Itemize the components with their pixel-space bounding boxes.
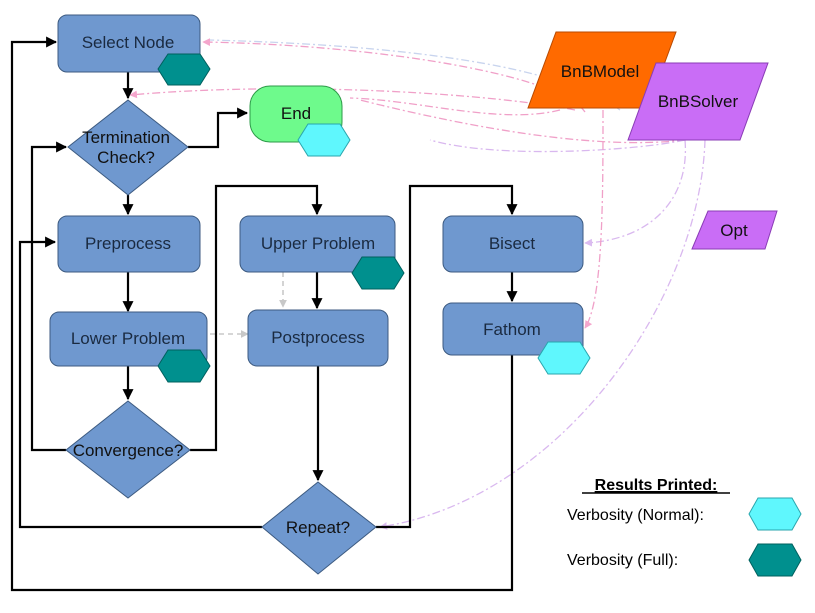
node-preprocess: Preprocess: [57, 215, 201, 273]
node-lower-problem-label: Lower Problem: [71, 329, 185, 348]
legend-normal-label: Verbosity (Normal):: [567, 507, 704, 524]
data-block-bnb-solver: BnBSolver: [627, 62, 769, 141]
opt-label: Opt: [720, 221, 748, 240]
normal-badge-icon: [537, 341, 591, 375]
node-end-label: End: [281, 104, 311, 123]
data-block-opt: Opt: [691, 210, 778, 250]
full-badge-icon: [157, 349, 211, 383]
normal-badge-icon: [748, 497, 802, 531]
node-fathom-label: Fathom: [483, 320, 541, 339]
node-termination-check: Termination Check?: [67, 99, 189, 196]
full-badge-icon: [748, 543, 802, 577]
node-repeat-label: Repeat?: [286, 518, 350, 537]
node-select-node-label: Select Node: [82, 33, 175, 52]
node-bisect-label: Bisect: [489, 234, 536, 253]
bnb-model-label: BnBModel: [561, 62, 639, 81]
node-postprocess-label: Postprocess: [271, 328, 365, 347]
legend-full-label: Verbosity (Full):: [567, 552, 678, 569]
full-badge-icon: [351, 256, 405, 290]
termination-check-label-line1: Termination: [82, 128, 170, 147]
termination-check-label-line2: Check?: [97, 148, 155, 167]
node-upper-problem-label: Upper Problem: [261, 234, 375, 253]
node-postprocess: Postprocess: [247, 309, 389, 367]
node-upper-problem: Upper Problem: [239, 215, 396, 273]
node-repeat: Repeat?: [261, 481, 377, 575]
flow-connectors: [10, 36, 518, 592]
node-select-node: Select Node: [57, 14, 201, 73]
full-badge-icon: [157, 53, 211, 86]
bnb-solver-label: BnBSolver: [658, 92, 739, 111]
normal-badge-icon: [297, 123, 351, 157]
node-preprocess-label: Preprocess: [85, 234, 171, 253]
node-bisect: Bisect: [442, 215, 584, 273]
node-convergence: Convergence?: [65, 400, 191, 499]
legend: Results Printed: Verbosity (Normal): Ver…: [567, 477, 802, 577]
legend-title: Results Printed:: [595, 477, 718, 494]
node-convergence-label: Convergence?: [73, 441, 184, 460]
